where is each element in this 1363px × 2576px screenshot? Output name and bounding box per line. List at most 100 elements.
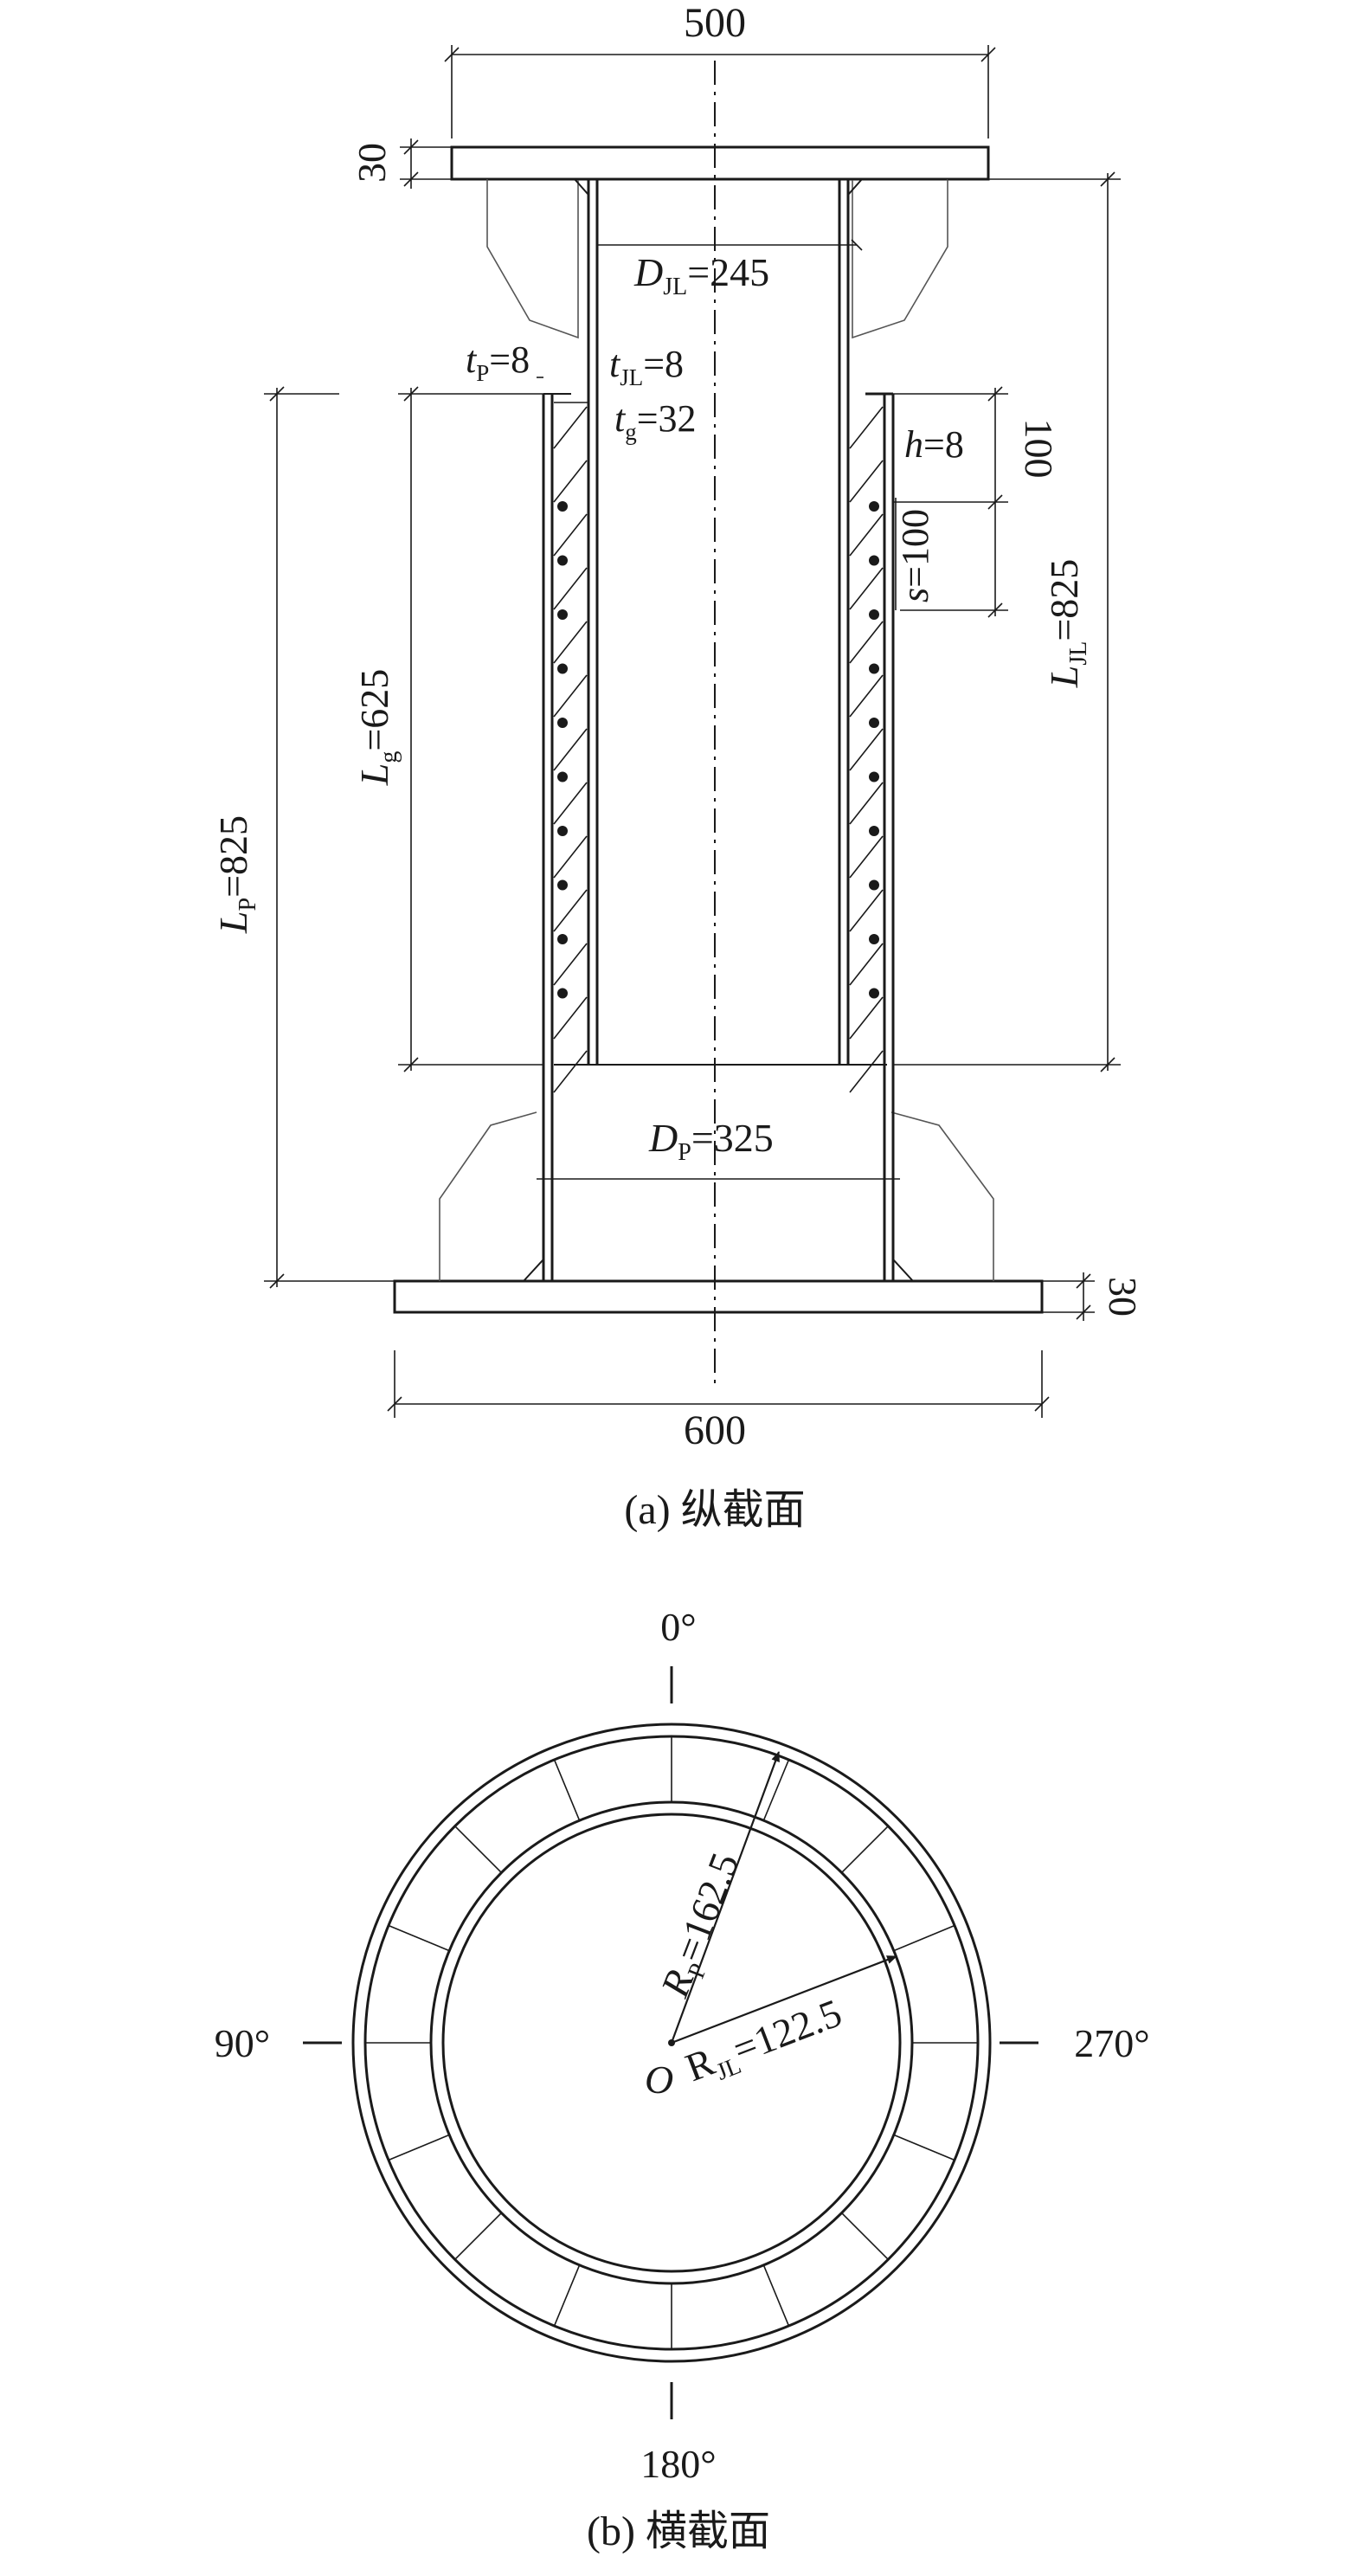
lower-haunch-left (439, 1111, 537, 1281)
top-weld-left (572, 178, 589, 197)
hatch-line (553, 1050, 588, 1093)
lower-haunch-right (890, 1111, 994, 1281)
grout-hatch-left (553, 406, 588, 1093)
label-t-p: tP=8 (466, 338, 530, 386)
hatch-line (849, 1050, 884, 1093)
dim-500-tick-right (980, 47, 996, 62)
label-s: s=100 (894, 509, 936, 602)
hatch-line (553, 728, 588, 771)
label-t-jl: tJL=8 (609, 343, 684, 390)
hatch-line (849, 621, 884, 664)
bottom-weld-right (892, 1257, 916, 1282)
dim-l-p-tick1 (269, 386, 285, 402)
stud (557, 501, 568, 512)
upper-haunch-right (852, 179, 948, 339)
hatch-line (553, 621, 588, 664)
radial-division (553, 1759, 581, 1821)
dim-d-jl-tick (851, 239, 863, 251)
radial-division (388, 2134, 450, 2161)
shear-studs (557, 501, 879, 999)
dim-l-g-tick2 (403, 1057, 419, 1072)
stud (869, 663, 879, 674)
label-600: 600 (684, 1407, 746, 1453)
label-100: 100 (1017, 419, 1061, 479)
label-t-g: tg=32 (614, 397, 697, 445)
caption-cross: (b) 横截面 (587, 2508, 770, 2554)
dim-100-tick2 (987, 494, 1003, 510)
label-d-jl: DJL=245 (633, 250, 769, 300)
grout-hatch-right (849, 406, 884, 1093)
dim-l-g-tick1 (403, 386, 419, 402)
radius-arrow-rjl (671, 1955, 897, 2045)
dim-30-top-tick1 (403, 139, 419, 155)
angle-label-270: 270° (1074, 2021, 1149, 2065)
hatch-line (849, 889, 884, 932)
radial-division (454, 1826, 502, 1873)
dim-100-tick1 (987, 386, 1003, 402)
radial-division (762, 1759, 790, 1821)
angle-label-0: 0° (660, 1605, 696, 1649)
stud (869, 988, 879, 999)
top-plate (450, 145, 990, 181)
hatch-line (553, 835, 588, 879)
label-500: 500 (684, 0, 746, 46)
label-h: h=8 (904, 423, 964, 466)
radial-division (893, 1924, 955, 1952)
stud (869, 826, 879, 836)
stud (869, 879, 879, 891)
radial-division (553, 2264, 581, 2327)
radial-division (841, 2212, 889, 2260)
stud (557, 988, 568, 999)
hatch-line (849, 674, 884, 718)
hatch-line (553, 460, 588, 503)
stud (557, 934, 568, 944)
label-l-jl: LJL=825 (1042, 559, 1092, 689)
hatch-line (553, 889, 588, 932)
origin-point (668, 2039, 675, 2046)
stud (869, 934, 879, 944)
upper-haunch-left (486, 179, 579, 339)
stud (557, 609, 568, 620)
dim-600-tick-right (1034, 1396, 1050, 1412)
stud (557, 771, 568, 782)
stud (869, 555, 879, 566)
cross-section: 0° 90° 270° 180° O RP=162.5 RJL=122.5 (b… (215, 1605, 1150, 2554)
radial-division (841, 1826, 889, 1873)
hatch-line (553, 674, 588, 718)
dim-l-jl-tick2 (1100, 1057, 1115, 1072)
hatch-line (553, 943, 588, 986)
label-r-p: RP=162.5 (652, 1847, 753, 2006)
stud (869, 718, 879, 728)
label-d-p: DP=325 (648, 1116, 774, 1166)
dim-l-jl-tick1 (1100, 171, 1115, 187)
outer-tube-outer-circle (351, 1723, 992, 2363)
origin-label: O (645, 2058, 673, 2102)
dim-30-bot-tick1 (1076, 1273, 1091, 1289)
label-30-top: 30 (350, 143, 394, 183)
dim-600-tick-left (387, 1396, 402, 1412)
stud (557, 663, 568, 674)
hatch-line (553, 406, 588, 449)
hatch-line (553, 996, 588, 1040)
radial-division (893, 2134, 955, 2161)
radial-divisions (365, 1736, 978, 2349)
bottom-weld-left (521, 1257, 544, 1282)
top-weld-right (847, 178, 865, 197)
hatch-line (553, 513, 588, 557)
angle-label-90: 90° (215, 2021, 270, 2065)
caption-longitudinal: (a) 纵截面 (624, 1487, 805, 1533)
hatch-line (849, 567, 884, 610)
longitudinal-section: DJL=245 tP=8 tJL=8 tg=32 DP=325 500 (211, 0, 1145, 1533)
hatch-line (849, 782, 884, 825)
label-l-p: LP=825 (211, 815, 261, 934)
angle-label-180: 180° (640, 2442, 716, 2486)
label-l-g: Lg=625 (352, 669, 402, 787)
dim-500-tick-left (444, 47, 460, 62)
hatch-line (849, 943, 884, 986)
hatch-line (849, 513, 884, 557)
hatch-line (553, 567, 588, 610)
stud (557, 718, 568, 728)
dim-30-top-tick2 (403, 171, 419, 187)
dim-30-bot-tick2 (1076, 1304, 1091, 1320)
